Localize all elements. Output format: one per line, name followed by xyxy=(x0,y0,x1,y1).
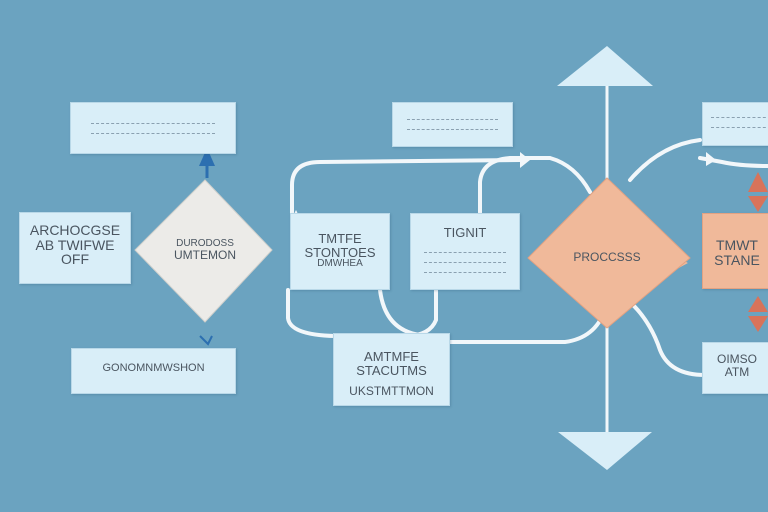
placeholder-line xyxy=(90,133,216,135)
right-box-line-1: TMWT xyxy=(716,237,758,253)
double-arrow-icon xyxy=(748,296,768,312)
placeholder-line xyxy=(423,272,507,274)
center-box-line-3: DMWHEA xyxy=(317,258,363,270)
right-box: TMWT STANE xyxy=(702,213,768,289)
arrow-head-icon xyxy=(520,152,530,168)
double-arrow-icon xyxy=(748,172,768,192)
double-arrow-icon xyxy=(748,196,768,212)
center-box-line-2: STONTOES xyxy=(304,244,376,260)
bottom-right-line-1: OIMSO xyxy=(716,352,757,366)
bottom-right-box: OIMSO ATM xyxy=(702,342,768,394)
right-diamond-line: PROCCSSS xyxy=(573,250,641,264)
bottom-center-line-3: UKSTMTTMON xyxy=(349,384,434,399)
center-box-line-1: TMTFE xyxy=(318,231,362,246)
bottom-left-box-line: GONOMNMWSHON xyxy=(102,362,205,374)
bottom-right-line-2: ATM xyxy=(724,364,750,379)
left-diamond-line-2: UMTEMON xyxy=(174,248,236,262)
arrow-down-icon xyxy=(558,432,652,470)
right-box-line-2: STANE xyxy=(714,251,760,268)
placeholder-line xyxy=(407,129,498,131)
arrow-head-icon xyxy=(706,152,716,166)
placeholder-line xyxy=(711,117,768,119)
arrow-down-icon xyxy=(199,335,213,346)
top-left-box xyxy=(70,102,236,154)
bottom-center-box: AMTMFE STACUTMS UKSTMTTMON xyxy=(333,333,450,406)
left-box-line-3: OFF xyxy=(61,251,89,268)
bottom-center-line-1: AMTMFE xyxy=(364,349,419,364)
decision-diamond-right xyxy=(527,177,691,329)
left-box-line-1: ARCHOCGSE xyxy=(29,222,121,238)
middle-box-title: TIGNIT xyxy=(443,225,487,240)
placeholder-line xyxy=(90,123,216,125)
bottom-left-box: GONOMNMWSHON xyxy=(71,348,236,394)
left-box: ARCHOCGSE AB TWIFWE OFF xyxy=(19,212,131,284)
arrow-up-icon xyxy=(557,46,653,86)
center-box: TMTFE STONTOES DMWHEA xyxy=(290,213,390,290)
arrow-up-icon xyxy=(199,148,215,166)
left-diamond-label: DURODOSS UMTEMON xyxy=(150,238,260,262)
left-diamond-line-1: DURODOSS xyxy=(176,238,234,249)
placeholder-line xyxy=(423,252,507,254)
right-diamond-label: PROCCSSS xyxy=(548,250,666,264)
placeholder-line xyxy=(423,262,507,264)
decision-diamond-left xyxy=(134,179,273,323)
top-right-box xyxy=(702,102,768,146)
placeholder-line xyxy=(407,119,498,121)
top-middle-box xyxy=(392,102,513,147)
middle-box: TIGNIT xyxy=(410,213,520,290)
double-arrow-icon xyxy=(748,316,768,332)
placeholder-line xyxy=(711,127,768,129)
left-box-line-2: AB TWIFWE xyxy=(35,236,115,253)
bottom-center-line-2: STACUTMS xyxy=(356,362,427,378)
